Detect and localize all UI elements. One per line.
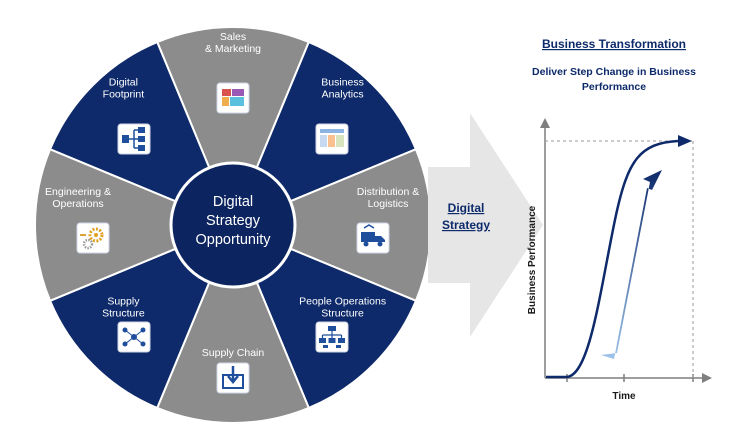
- hub-line-3: Opportunity: [196, 232, 272, 248]
- segment-label-sales-marketing-2: & Marketing: [205, 43, 261, 55]
- wheel-hub: Digital Strategy Opportunity: [169, 161, 297, 289]
- digital-strategy-arrow: Digital Strategy: [428, 113, 543, 337]
- segment-label-supply-structure-1: Supply: [107, 296, 140, 308]
- segment-label-supply-structure-2: Structure: [102, 308, 145, 320]
- org-chart-icon: [315, 321, 349, 353]
- transformation-subtitle-line-2: Performance: [582, 81, 646, 93]
- y-axis-label: Business Performance: [527, 205, 538, 314]
- performance-s-curve: [546, 139, 679, 379]
- hierarchy-icon: [117, 123, 151, 155]
- segment-label-digital-footprint-1: Digital: [109, 76, 138, 88]
- transformation-title: Business Transformation: [542, 37, 686, 51]
- segment-label-business-analytics-1: Business: [321, 76, 364, 88]
- segment-label-engineering-operations-1: Engineering &: [45, 186, 111, 198]
- x-axis-label: Time: [612, 391, 636, 402]
- arrow-label-line-2: Strategy: [442, 218, 490, 232]
- hub-line-1: Digital: [213, 194, 253, 210]
- s-curve-arrowhead: [678, 135, 692, 147]
- analytics-dashboard-icon: [315, 123, 349, 155]
- transformation-panel: Business Transformation Deliver Step Cha…: [527, 37, 712, 402]
- segment-label-people-operations-2: Structure: [321, 308, 364, 320]
- segment-label-distribution-logistics-1: Distribution &: [357, 186, 419, 198]
- y-axis-arrowhead: [540, 118, 550, 128]
- segment-label-engineering-operations-2: Operations: [52, 198, 103, 210]
- delivery-truck-icon: [356, 222, 390, 254]
- segment-label-digital-footprint-2: Footprint: [103, 88, 145, 100]
- arrow-label-line-1: Digital: [448, 201, 485, 215]
- supply-box-icon: [216, 362, 250, 394]
- x-axis-arrowhead: [702, 373, 712, 383]
- network-people-icon: [117, 321, 151, 353]
- segment-label-distribution-logistics-2: Logistics: [368, 198, 409, 210]
- growth-arrow: [601, 170, 662, 359]
- segment-label-supply-chain-1: Supply Chain: [202, 347, 265, 359]
- segment-label-business-analytics-2: Analytics: [322, 88, 364, 100]
- segment-label-sales-marketing-1: Sales: [220, 31, 246, 43]
- hub-line-2: Strategy: [206, 213, 261, 229]
- gears-icon: [76, 222, 110, 254]
- sales-marketing-icon: [216, 82, 250, 114]
- transformation-subtitle-line-1: Deliver Step Change in Business: [532, 66, 696, 78]
- segment-label-people-operations-1: People Operations: [299, 296, 386, 308]
